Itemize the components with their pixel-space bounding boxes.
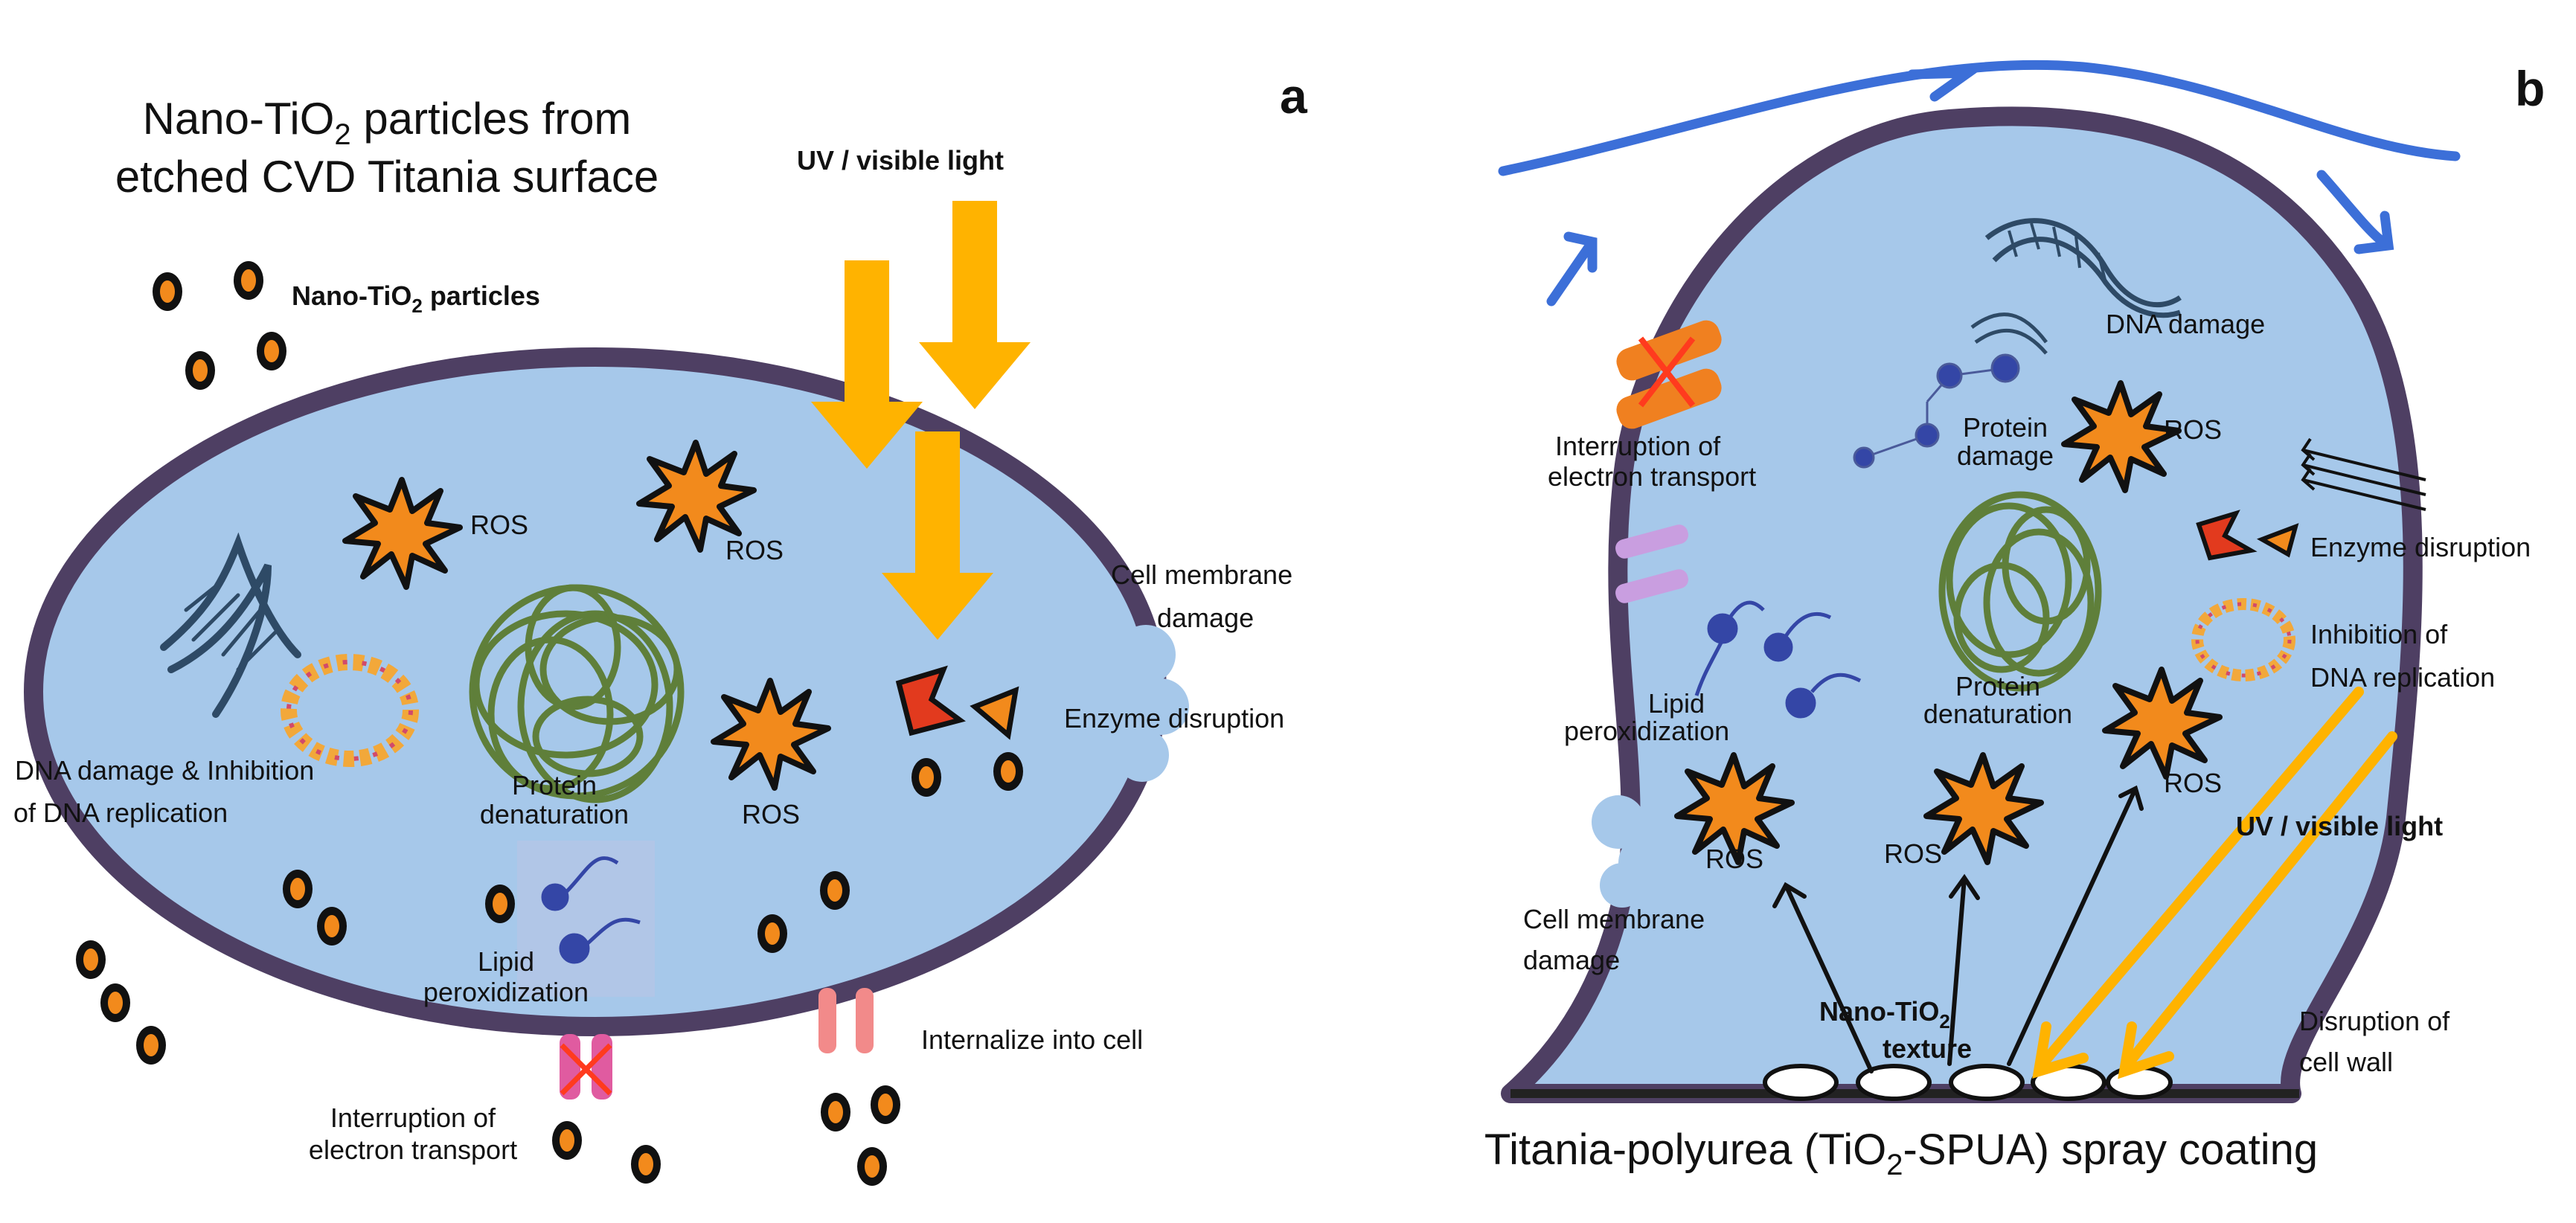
panel-b: b: [1484, 60, 2545, 1181]
lipid-box: [517, 841, 655, 997]
protein-damage-label-1: Protein: [1963, 412, 2048, 443]
membrane-damage-blob: [1074, 592, 1189, 782]
texture-label-1: Nano-TiO2: [1819, 996, 1950, 1033]
membrane-label-1: Cell membrane: [1523, 904, 1705, 934]
electron-label-2: electron transport: [1548, 461, 1756, 492]
cell-wall-label-1: Disruption of: [2299, 1006, 2450, 1036]
protein-tangle-icon: [469, 584, 685, 803]
dna-damage-label: DNA damage: [2106, 309, 2265, 339]
panel-b-caption: Titania-polyurea (TiO2-SPUA) spray coati…: [1484, 1126, 2318, 1181]
ros-label-3: ROS: [1705, 844, 1763, 874]
electron-label-1: Interruption of: [330, 1102, 496, 1133]
plasmid-ring-icon: [281, 654, 419, 767]
internalize-label: Internalize into cell: [921, 1024, 1143, 1055]
enzyme-pressure-arrows: [2301, 437, 2426, 511]
ros-label-3: ROS: [742, 799, 800, 829]
electron-transport-channel-icon: [1616, 320, 1722, 429]
ros-generation-arrows: [1772, 785, 2144, 1073]
ros-label-2: ROS: [2164, 768, 2222, 798]
protein-denaturation-label-2: denaturation: [1923, 699, 2072, 729]
inhibition-label-1: Inhibition of: [2310, 619, 2448, 649]
protein-label-2: denaturation: [480, 799, 629, 829]
dna-helix-icon: [1970, 218, 2182, 355]
protein-damage-label-2: damage: [1957, 440, 2054, 471]
enzyme-icon: [2196, 510, 2299, 561]
nano-particles-top: [153, 261, 286, 390]
protein-denaturation-label-1: Protein: [1955, 671, 2040, 702]
panel-a-letter: a: [1280, 68, 1308, 123]
dna-label-1: DNA damage & Inhibition: [15, 755, 314, 786]
panel-a-title-line2: etched CVD Titania surface: [115, 152, 659, 202]
inhibition-label-2: DNA replication: [2310, 662, 2495, 693]
protein-label-1: Protein: [512, 770, 597, 800]
lipid-label-1: Lipid: [478, 946, 534, 977]
enzyme-label: Enzyme disruption: [1064, 703, 1284, 734]
dna-helix-icon: [160, 532, 301, 718]
lipid-label-1: Lipid: [1648, 688, 1705, 719]
membrane-label-2: damage: [1523, 945, 1620, 975]
nano-texture-bumps: [1763, 1064, 2173, 1101]
enzyme-label: Enzyme disruption: [2310, 532, 2531, 562]
membrane-label-1: Cell membrane: [1111, 559, 1292, 590]
lipid-label-2: peroxidization: [1564, 716, 1729, 746]
light-label-b: UV / visible light: [2236, 811, 2443, 841]
enzyme-icon: [895, 665, 1019, 740]
bacterial-cell-b: [1501, 106, 2423, 1103]
plasmid-ring-icon: [2191, 598, 2295, 681]
panel-b-letter: b: [2515, 61, 2545, 116]
panel-a: a Nano-TiO2 particles from etched CVD Ti…: [13, 68, 1308, 1186]
light-label-a: UV / visible light: [797, 145, 1004, 176]
ros-label-4: ROS: [1884, 838, 1942, 869]
electron-label-1: Interruption of: [1555, 431, 1721, 461]
lipid-label-2: peroxidization: [423, 977, 589, 1007]
cell-wall-disruption-blob: [2197, 949, 2287, 1068]
texture-label-2: texture: [1883, 1033, 1972, 1064]
membrane-label-2: damage: [1157, 603, 1254, 633]
membrane-damage-blob: [1592, 795, 1678, 908]
electron-label-2: electron transport: [309, 1134, 517, 1165]
ros-label-1: ROS: [470, 510, 528, 540]
panel-a-title-line1: Nano-TiO2 particles from: [143, 94, 632, 151]
protein-damage-icon: [1853, 353, 2020, 469]
lipid-icon: [541, 856, 641, 964]
electron-transport-channel-icon: [560, 1034, 612, 1100]
particles-label: Nano-TiO2 particles: [292, 280, 540, 317]
ros-label-1: ROS: [2164, 414, 2222, 445]
internalize-channel-icon: [818, 988, 874, 1053]
light-arrows-b: [2032, 687, 2397, 1079]
fluid-flow-arrows: [1498, 60, 2461, 306]
protein-tangle-icon: [1938, 491, 2102, 692]
dna-label-2: of DNA replication: [13, 797, 228, 828]
ros-label-2: ROS: [725, 535, 784, 565]
lipid-channel-icon: [1615, 524, 1688, 603]
cell-wall-label-2: cell wall: [2299, 1047, 2393, 1077]
lipid-icon: [1694, 600, 1862, 719]
